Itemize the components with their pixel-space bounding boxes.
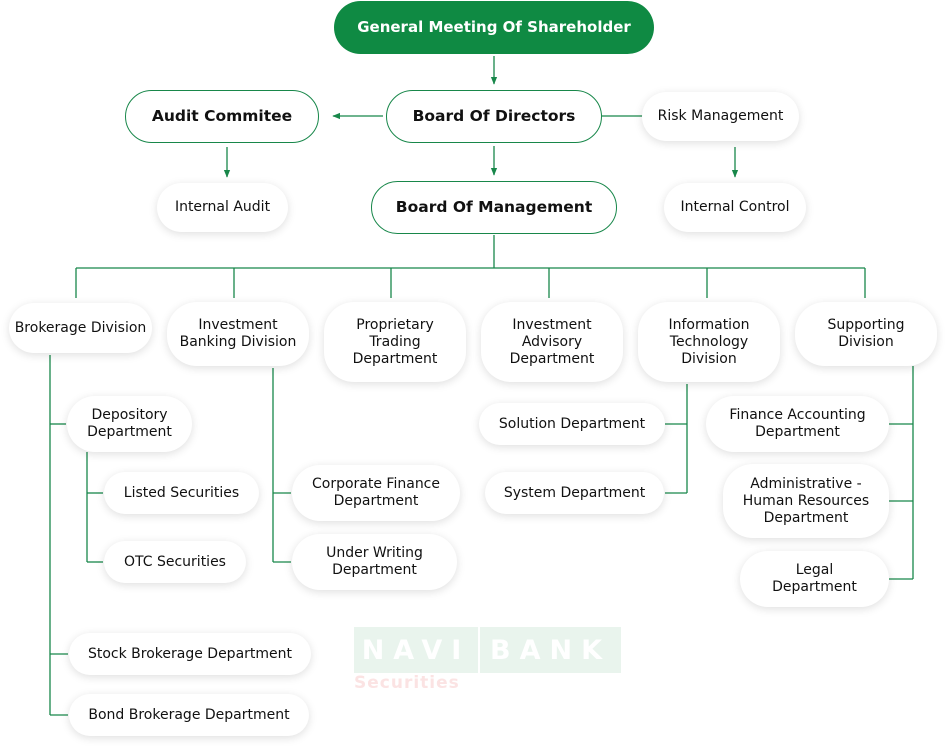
investment-advisory-node: Investment Advisory Department: [481, 302, 623, 382]
navibank-watermark-logo: NAVI BANK Securities: [354, 627, 621, 693]
board-of-directors-node: Board Of Directors: [386, 90, 602, 143]
solution-department-node: Solution Department: [479, 403, 665, 445]
board-of-management-node: Board Of Management: [371, 181, 617, 234]
risk-management-node: Risk Management: [642, 92, 799, 141]
stock-brokerage-node: Stock Brokerage Department: [69, 633, 311, 675]
internal-control-node: Internal Control: [664, 183, 806, 232]
watermark-securities: Securities: [354, 673, 460, 693]
watermark-word-navi: NAVI: [354, 627, 478, 673]
bond-brokerage-node: Bond Brokerage Department: [69, 694, 309, 736]
under-writing-node: Under Writing Department: [292, 534, 457, 590]
corporate-finance-node: Corporate Finance Department: [292, 465, 460, 521]
investment-banking-division-node: Investment Banking Division: [167, 302, 309, 366]
finance-accounting-node: Finance Accounting Department: [706, 396, 889, 452]
legal-department-node: Legal Department: [740, 551, 889, 607]
watermark-word-bank: BANK: [480, 627, 621, 673]
proprietary-trading-node: Proprietary Trading Department: [324, 302, 466, 382]
depository-department-node: Depository Department: [67, 396, 192, 452]
it-division-node: Information Technology Division: [638, 302, 780, 382]
general-meeting-node: General Meeting Of Shareholder: [334, 1, 654, 54]
listed-securities-node: Listed Securities: [104, 472, 259, 514]
audit-committee-node: Audit Commitee: [125, 90, 319, 143]
admin-hr-node: Administrative - Human Resources Departm…: [723, 464, 889, 538]
otc-securities-node: OTC Securities: [104, 541, 246, 583]
brokerage-division-node: Brokerage Division: [9, 303, 152, 353]
internal-audit-node: Internal Audit: [157, 183, 288, 232]
system-department-node: System Department: [485, 472, 664, 514]
supporting-division-node: Supporting Division: [795, 302, 937, 366]
